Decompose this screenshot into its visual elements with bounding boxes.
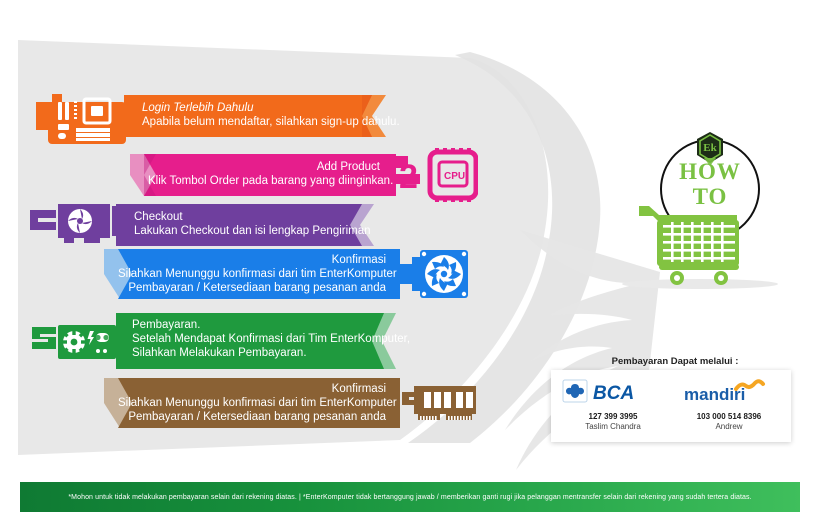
- svg-text:BCA: BCA: [593, 383, 634, 404]
- mandiri-logo: mandiri: [684, 379, 765, 404]
- motherboard-icon: [36, 94, 126, 144]
- footer-disclaimer-bar: *Mohon untuk tidak melakukan pembayaran …: [20, 482, 800, 512]
- step-4-line-2: Pembayaran / Ketersediaan barang pesanan…: [128, 282, 386, 294]
- how-to-line-2: TO: [692, 184, 728, 209]
- bca-account-holder: Taslim Chandra: [585, 422, 641, 431]
- step-2-ribbon: Add Product Klik Tombol Order pada baran…: [130, 154, 396, 196]
- ek-logo-badge: Ek: [690, 130, 730, 170]
- step-5-icon-group: [28, 315, 120, 367]
- step-row-6: Konfirmasi Silahkan Menunggu konfirmasi …: [104, 378, 478, 428]
- step-2-icon-group: 2 CPU: [394, 148, 478, 202]
- step-3-title: Checkout: [134, 211, 183, 223]
- step-5-line-2: Silahkan Melakukan Pembayaran.: [132, 347, 307, 359]
- step-4-title: Konfirmasi: [331, 254, 386, 266]
- svg-text:CPU: CPU: [444, 171, 465, 182]
- step-1-ribbon: Login Terlebih Dahulu Apabila belum mend…: [124, 95, 400, 137]
- step-6-line-2: Pembayaran / Ketersediaan barang pesanan…: [128, 411, 386, 423]
- footer-disclaimer-text: *Mohon untuk tidak melakukan pembayaran …: [68, 493, 752, 501]
- step-row-3: Checkout Lakukan Checkout dan isi lengka…: [28, 200, 374, 250]
- step-6-icon-group: [400, 380, 478, 426]
- svg-text:2: 2: [399, 158, 418, 196]
- step-row-5: Pembayaran. Setelah Mendapat Konfirmasi …: [28, 313, 411, 369]
- step-6-line-1: Silahkan Menunggu konfirmasi dari tim En…: [118, 397, 397, 409]
- step-6-ribbon: Konfirmasi Silahkan Menunggu konfirmasi …: [104, 378, 400, 428]
- step-row-2: Add Product Klik Tombol Order pada baran…: [130, 148, 478, 202]
- step-3-ribbon: Checkout Lakukan Checkout dan isi lengka…: [116, 204, 374, 246]
- step-row-1: Login Terlebih Dahulu Apabila belum mend…: [36, 88, 400, 144]
- step-1-title: Login Terlebih Dahulu: [142, 102, 254, 114]
- payment-panel: BCA 127 399 3995 Taslim Chandra mandiri …: [551, 370, 791, 442]
- cpu-icon: 2 CPU: [394, 148, 478, 202]
- mandiri-account-holder: Andrew: [715, 422, 743, 431]
- step-1-icon-group: [36, 88, 128, 144]
- bank-mandiri: mandiri 103 000 514 8396 Andrew: [669, 378, 789, 432]
- svg-text:mandiri: mandiri: [684, 385, 745, 404]
- step-4-ribbon: Konfirmasi Silahkan Menunggu konfirmasi …: [104, 249, 400, 299]
- mandiri-account-number: 103 000 514 8396: [696, 412, 762, 421]
- money-icon: [32, 325, 116, 359]
- payment-heading: Pembayaran Dapat melalui :: [611, 356, 739, 367]
- bca-account-number: 127 399 3995: [588, 412, 638, 421]
- step-6-title: Konfirmasi: [331, 383, 386, 395]
- step-2-line-1: Klik Tombol Order pada barang yang diing…: [148, 175, 394, 187]
- shopping-cart-icon: [639, 206, 739, 285]
- step-4-line-1: Silahkan Menunggu konfirmasi dari tim En…: [118, 268, 397, 280]
- shopping-cart: [633, 200, 745, 291]
- how-to-text: HOW TO: [660, 159, 760, 209]
- case-fan-icon: [398, 250, 468, 298]
- step-5-line-1: Setelah Mendapat Konfirmasi dari Tim Ent…: [132, 333, 411, 345]
- step-3-line-1: Lakukan Checkout dan isi lengkap Pengiri…: [134, 225, 371, 237]
- step-3-icon-group: [28, 200, 120, 250]
- step-2-title: Add Product: [316, 161, 380, 173]
- svg-text:Ek: Ek: [703, 142, 717, 154]
- graphics-card-icon: [30, 204, 116, 243]
- step-4-icon-group: [398, 248, 470, 300]
- ram-memory-icon: [402, 386, 476, 420]
- step-5-title: Pembayaran.: [132, 319, 201, 331]
- bca-logo: BCA: [562, 379, 634, 404]
- bank-bca: BCA 127 399 3995 Taslim Chandra: [553, 378, 673, 432]
- step-5-ribbon: Pembayaran. Setelah Mendapat Konfirmasi …: [116, 313, 411, 369]
- step-row-4: Konfirmasi Silahkan Menunggu konfirmasi …: [104, 248, 470, 300]
- step-1-line-1: Apabila belum mendaftar, silahkan sign-u…: [142, 116, 400, 128]
